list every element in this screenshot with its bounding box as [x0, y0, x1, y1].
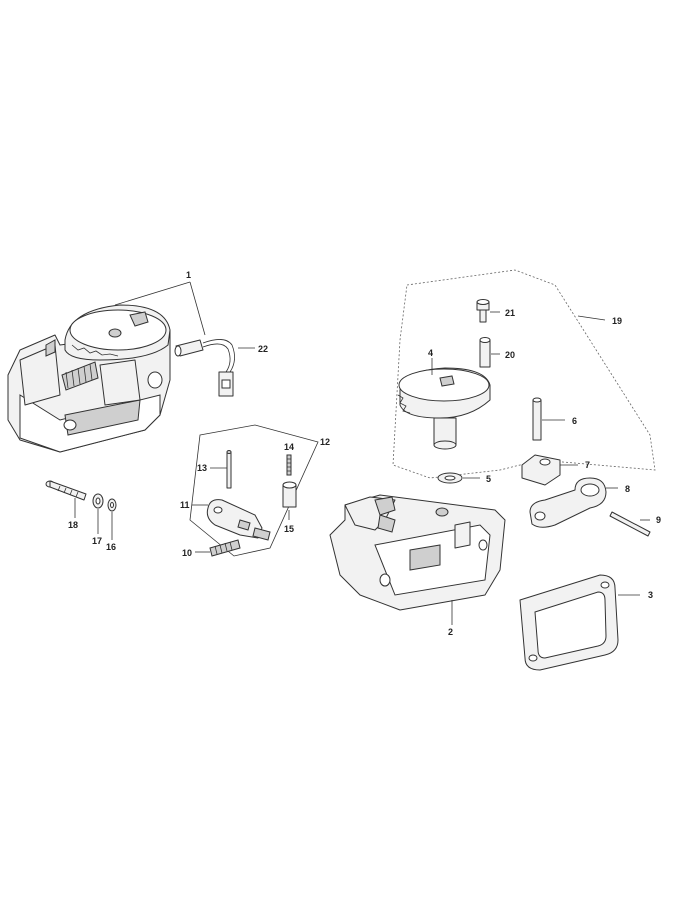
- lever-11: [206, 499, 271, 541]
- callout-6: 6: [572, 416, 577, 426]
- callout-16: 16: [106, 542, 116, 552]
- pin-14: [286, 454, 292, 476]
- crank-arm-8: [529, 477, 607, 528]
- spring-10: [209, 539, 241, 557]
- callout-21: 21: [505, 308, 515, 318]
- callout-13: 13: [197, 463, 207, 473]
- callout-14: 14: [284, 442, 294, 452]
- sleeve-20: [479, 337, 491, 368]
- callout-4: 4: [428, 348, 433, 358]
- bolt-18: [45, 480, 87, 501]
- sensor-cable: [174, 339, 235, 397]
- callout-18: 18: [68, 520, 78, 530]
- callout-17: 17: [92, 536, 102, 546]
- washer-16: [107, 498, 117, 512]
- bolt-21: [476, 299, 490, 323]
- leader-19: [577, 315, 606, 321]
- callout-2: 2: [448, 627, 453, 637]
- callout-20: 20: [505, 350, 515, 360]
- callout-15: 15: [284, 524, 294, 534]
- pin-9: [609, 511, 651, 537]
- washer-5: [437, 472, 463, 484]
- callout-12: 12: [320, 437, 330, 447]
- callout-9: 9: [656, 515, 661, 525]
- callout-19: 19: [612, 316, 622, 326]
- gasket-3: [519, 574, 619, 671]
- sector-gear-4: [397, 367, 491, 450]
- group-12-boundary: [189, 424, 319, 557]
- callout-1: 1: [186, 270, 191, 280]
- pin-6: [532, 397, 542, 441]
- callout-3: 3: [648, 590, 653, 600]
- leader-1: [114, 281, 206, 336]
- sleeve-15: [282, 481, 297, 508]
- callout-10: 10: [182, 548, 192, 558]
- callout-22: 22: [258, 344, 268, 354]
- washer-17: [92, 493, 104, 509]
- callout-5: 5: [486, 474, 491, 484]
- control-unit-assembly: [7, 304, 171, 453]
- block-7: [521, 454, 561, 486]
- housing-2: [329, 494, 506, 611]
- callout-7: 7: [585, 460, 590, 470]
- callout-8: 8: [625, 484, 630, 494]
- pin-13: [226, 450, 232, 489]
- callout-11: 11: [180, 500, 190, 510]
